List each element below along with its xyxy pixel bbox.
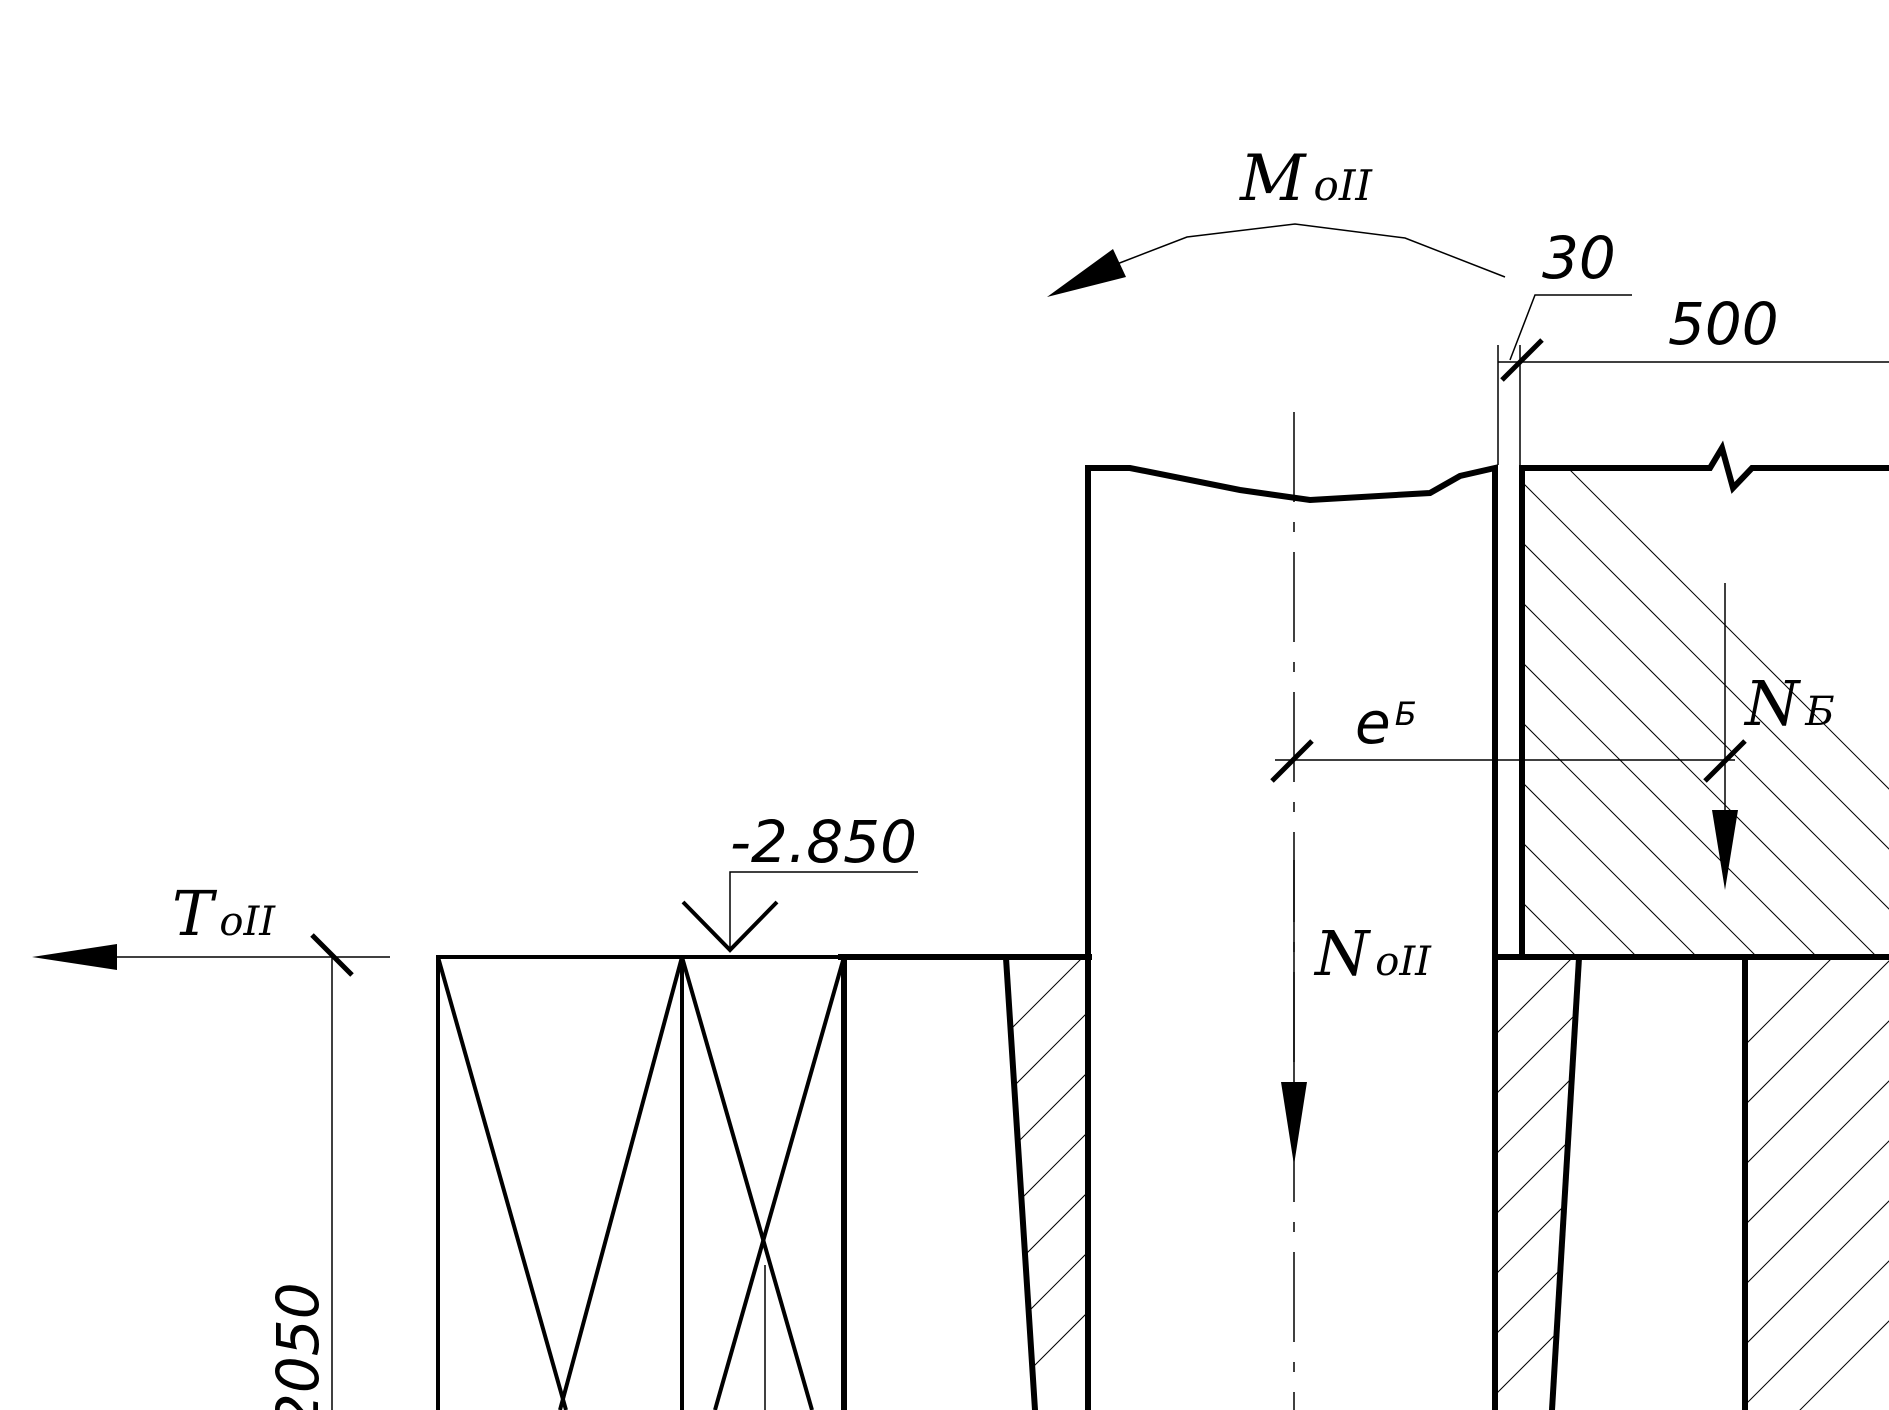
elevation-mark xyxy=(681,871,918,953)
wall-load-arrow xyxy=(1712,583,1738,890)
moment-arrow xyxy=(1047,223,1506,297)
shear-arrow xyxy=(32,933,390,1410)
pile-cross-lines xyxy=(436,956,846,1410)
dimension-gap xyxy=(1497,294,1889,465)
eccentricity-dimension xyxy=(1270,739,1747,783)
column xyxy=(1085,464,1498,1410)
wall-hatching xyxy=(1522,470,1889,956)
gap-dimension-label: 30 xyxy=(1542,224,1616,292)
foundation xyxy=(436,954,1889,1410)
height-dimension-label: 2050 xyxy=(264,1282,332,1410)
wall-thickness-label: 500 xyxy=(1668,290,1779,358)
axial-force-arrow xyxy=(1281,860,1307,1165)
brick-wall xyxy=(1519,440,1889,959)
elevation-label: -2.850 xyxy=(730,808,917,876)
foundation-hatching-right xyxy=(1745,958,1889,1410)
gap-hatching-right xyxy=(1498,958,1579,1401)
